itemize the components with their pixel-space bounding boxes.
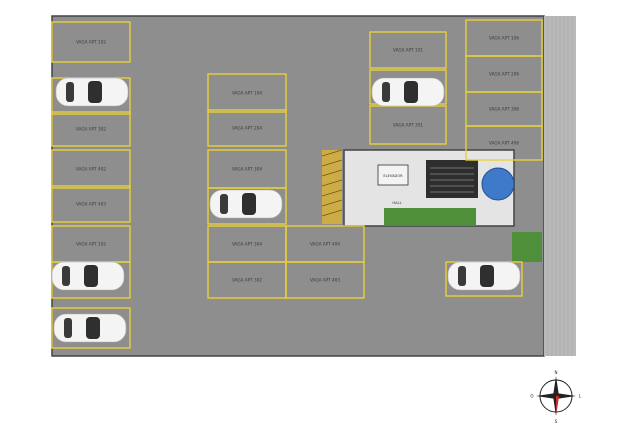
parking-slot: VAGA APT 402 [51,149,131,189]
parking-slot-label: VAGA APT 403 [310,278,340,283]
parking-slot: VAGA APT 302 [51,111,131,147]
car-rear-window [66,82,74,102]
car-rear-window [382,82,390,102]
parking-slot-label: VAGA APT 302 [232,278,262,283]
car-windshield [86,317,100,339]
parking-slot-outline [51,111,131,147]
car-rear-window [64,318,72,338]
pool [481,167,515,201]
car-rear-window [458,266,466,286]
parking-slot-label: VAGA APT 304 [232,242,262,247]
parking-slot: VAGA APT 406 [465,125,543,161]
parking-slot-label: VAGA APT 402 [76,167,106,172]
parking-slot-outline [207,73,287,113]
compass-rose: N S L O [530,370,581,424]
stair-steps [430,167,474,193]
parked-car [53,313,127,343]
car-windshield [404,81,418,103]
parking-slot-outline [207,187,287,225]
parking-slot-label: VAGA APT 204 [232,126,262,131]
sidewalk-hatch [547,16,573,356]
parking-slot-label: VAGA APT 206 [489,72,519,77]
car-windshield [480,265,494,287]
compass-needle-red [556,396,559,414]
parking-slot-label: VAGA APT 104 [232,91,262,96]
parking-slot-label: VAGA APT 302 [76,127,106,132]
parked-car [447,261,521,291]
car-rear-window [220,194,228,214]
parking-slot-label: VAGA APT 406 [489,141,519,146]
compass-north: N [555,370,558,375]
garden-strip [384,208,476,226]
parking-slot-outline [285,261,365,299]
building-core: ELEVADOR HALL [321,149,542,262]
parking-slot: VAGA APT 104 [207,73,287,113]
parking-slot-label: VAGA APT 106 [489,36,519,41]
parking-slot: VAGA APT 102 [51,21,131,63]
parking-slot-outline [51,149,131,189]
hall-label: HALL [392,201,401,205]
parking-slot-outline [51,185,131,223]
parking-slot: VAGA APT 403 [285,261,365,299]
parking-slot-label: VAGA APT 304 [232,167,262,172]
parking-slot-label: VAGA APT 102 [76,40,106,45]
elevator-label: ELEVADOR [383,174,403,178]
parking-slot-outline [51,307,131,349]
car-rear-window [62,266,70,286]
parking-slot: VAGA APT 204 [207,109,287,147]
parking-slot-outline [207,109,287,147]
elevator-box [377,164,409,186]
parked-car [55,77,129,107]
parking-slot-label: VAGA APT 301 [393,123,423,128]
parking-slot-outline [369,31,447,69]
parking-slot-label: VAGA APT 404 [310,242,340,247]
ramp-lines [321,149,343,217]
parking-slot: VAGA APT 101 [369,31,447,69]
car-windshield [242,193,256,215]
parking-slot-outline [465,125,543,161]
compass-west: O [530,394,533,399]
garden-bed-right [512,232,542,262]
parking-slot: VAGA APT 403 [51,185,131,223]
parking-slot-label: VAGA APT 306 [489,107,519,112]
ramp-hatch [322,150,342,224]
parked-car [51,261,125,291]
car-windshield [88,81,102,103]
parking-slot-outline [51,21,131,63]
parked-car [209,189,283,219]
parking-slot-label: VAGA APT 101 [393,48,423,53]
parking-slot-label: VAGA APT 102 [76,242,106,247]
compass-south: S [555,419,558,424]
compass-east: L [579,394,582,399]
parking-slot-label: VAGA APT 403 [76,202,106,207]
parked-car [371,77,445,107]
car-windshield [84,265,98,287]
